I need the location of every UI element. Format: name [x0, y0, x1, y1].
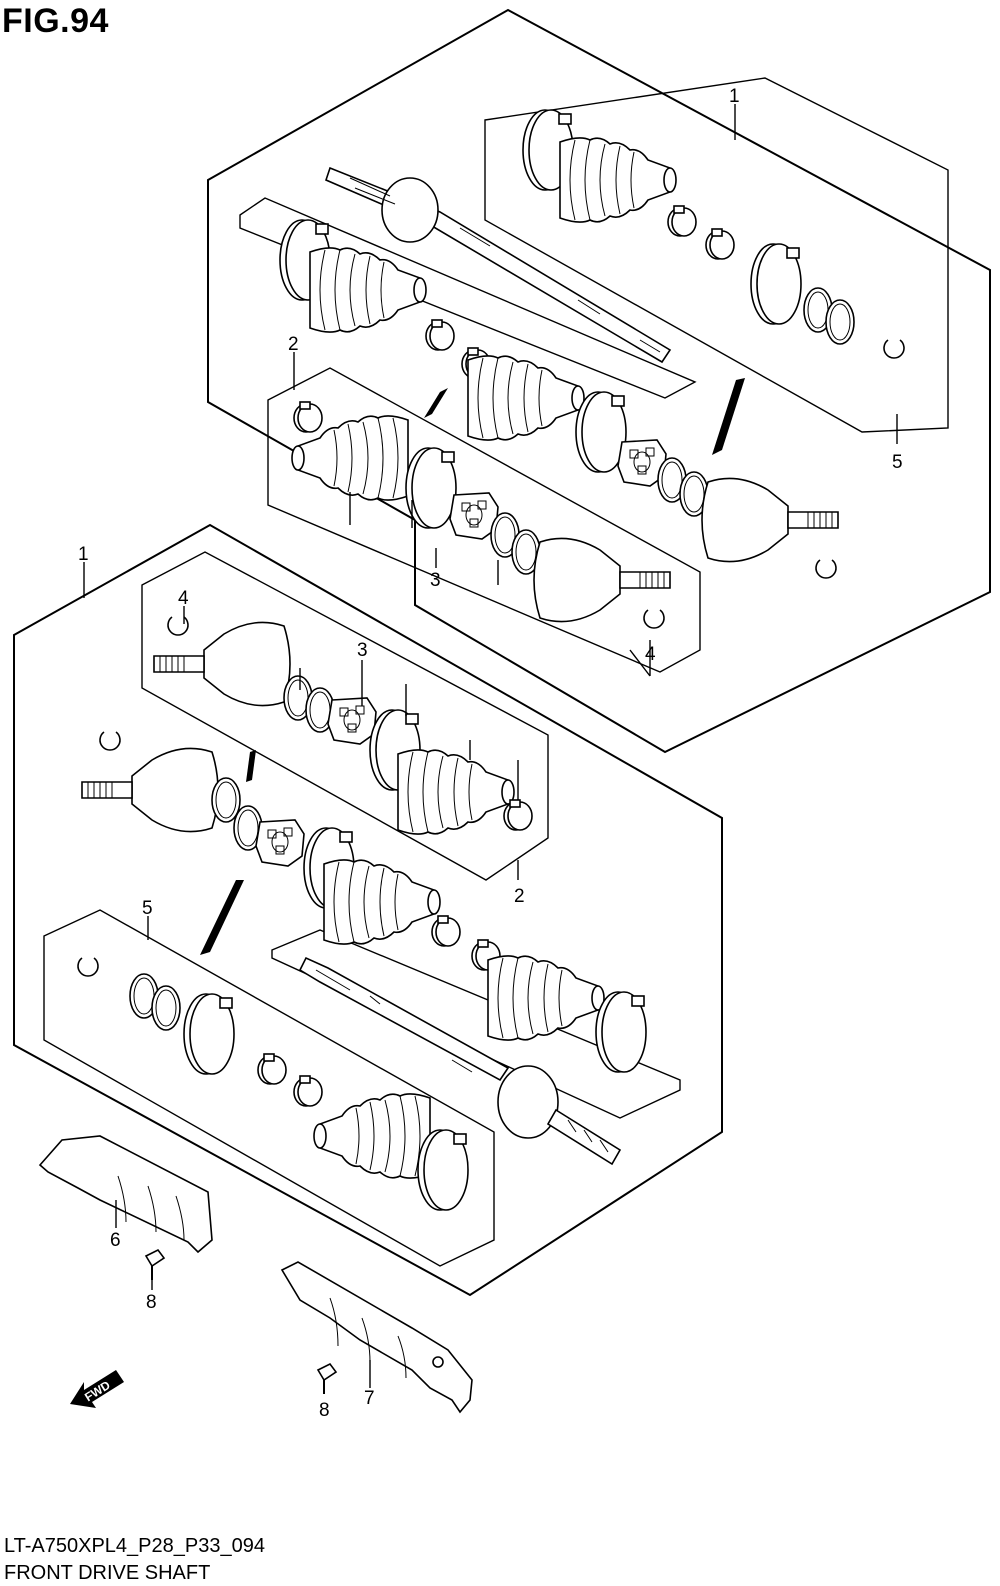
band-clamp-large-icon	[750, 243, 802, 325]
band-clamp-large-icon	[417, 1129, 469, 1211]
band-clamp-small-icon	[705, 228, 735, 260]
band-clamp-small-icon	[257, 1053, 287, 1085]
band-clamp-small-icon	[293, 401, 323, 433]
callout-3-lower: 3	[357, 640, 368, 661]
forward-direction-icon: FWD	[70, 1370, 124, 1408]
upper-outer-joint-box	[267, 367, 701, 673]
boot-icon	[309, 247, 427, 333]
band-clamp-small-icon	[503, 799, 533, 831]
upper-assembly-outline	[207, 8, 991, 754]
boot-icon	[559, 137, 677, 223]
upper-assembly-group: 1 2 3 5	[207, 8, 991, 754]
callout-2-lower: 2	[514, 886, 525, 907]
lower-inner-joint-box	[141, 551, 549, 881]
boot-icon	[323, 859, 441, 945]
callout-2: 2	[288, 334, 299, 355]
upper-boot-kit-box	[484, 77, 949, 433]
circlip-icon	[167, 616, 189, 636]
circlip-icon	[883, 339, 905, 359]
band-clamp-large-icon	[595, 991, 647, 1073]
band-clamp-large-icon	[405, 447, 457, 529]
boot-icon	[397, 749, 515, 835]
band-clamp-small-icon	[293, 1075, 323, 1107]
direction-arrow-icon	[424, 388, 448, 418]
bolt-left-icon	[144, 1248, 166, 1280]
circlip-icon	[99, 731, 121, 751]
lower-drive-shaft-icon	[298, 956, 622, 1166]
callout-5: 5	[892, 452, 903, 473]
guard-right-icon	[280, 1261, 473, 1414]
boot-icon	[313, 1093, 431, 1179]
cv-joint-icon	[533, 537, 671, 623]
boot-icon	[467, 355, 585, 441]
upper-drive-shaft-icon	[325, 166, 672, 364]
lower-shaft-box	[271, 929, 681, 1119]
reference-code: LT-A750XPL4_P28_P33_094	[4, 1535, 265, 1557]
snap-ring-icon	[825, 299, 855, 345]
band-clamp-small-icon	[431, 915, 461, 947]
cv-joint-icon	[701, 477, 839, 563]
lower-assembly-group: 1 4 4 3 2 5	[13, 523, 723, 1297]
circlip-icon	[643, 609, 665, 629]
lower-assembly-outline	[13, 523, 723, 1297]
band-clamp-large-icon	[183, 993, 235, 1075]
snap-ring-icon	[151, 985, 181, 1031]
callout-3: 3	[430, 570, 441, 591]
bolt-right-icon	[316, 1362, 338, 1394]
cv-joint-icon	[81, 747, 219, 833]
callout-8-left: 8	[146, 1292, 157, 1313]
direction-arrow-icon	[712, 378, 745, 455]
boot-icon	[487, 955, 605, 1041]
callout-4-right: 4	[645, 644, 656, 665]
callout-4-left: 4	[178, 588, 189, 609]
figure-title: FIG.94	[2, 2, 109, 40]
callout-1: 1	[729, 86, 740, 107]
callout-8-right: 8	[319, 1400, 330, 1421]
callout-5-lower: 5	[142, 898, 153, 919]
band-clamp-small-icon	[667, 205, 697, 237]
guard-left-icon	[38, 1135, 213, 1254]
callout-6: 6	[110, 1230, 121, 1251]
direction-arrow-icon	[200, 880, 244, 955]
cage-icon	[255, 819, 305, 867]
band-clamp-small-icon	[425, 319, 455, 351]
callout-7: 7	[364, 1388, 375, 1409]
cage-icon	[327, 697, 377, 745]
lower-boot-kit-box	[43, 909, 495, 1267]
callout-1-lower: 1	[78, 544, 89, 565]
figure-caption: FRONT DRIVE SHAFT	[4, 1562, 211, 1584]
circlip-icon	[77, 957, 99, 977]
upper-shaft-box	[239, 197, 697, 399]
circlip-icon	[815, 559, 837, 579]
direction-arrow-icon	[246, 750, 256, 782]
